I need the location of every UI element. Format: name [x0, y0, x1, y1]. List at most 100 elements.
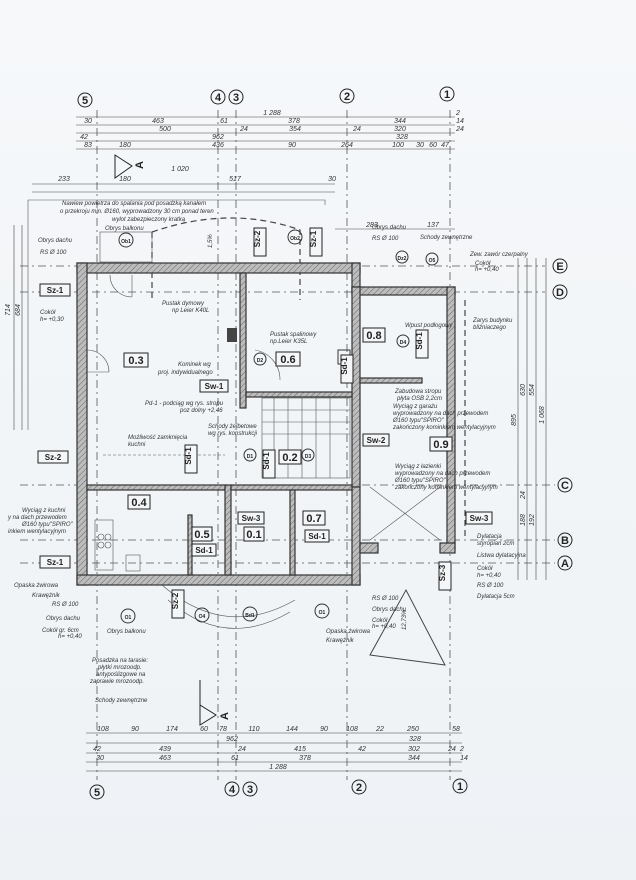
- svg-text:344: 344: [408, 755, 420, 762]
- svg-text:61: 61: [220, 118, 228, 125]
- svg-text:Sz-2: Sz-2: [253, 230, 262, 247]
- svg-text:344: 344: [394, 118, 406, 125]
- grid-lines: [20, 110, 555, 780]
- svg-text:RS Ø 100: RS Ø 100: [372, 596, 399, 602]
- svg-text:B: B: [561, 535, 569, 547]
- tag-sd1e: Sd-1: [415, 329, 429, 359]
- axis-3-top: 3: [228, 89, 244, 105]
- svg-text:D4: D4: [400, 340, 407, 346]
- room-0-5: 0.5: [191, 526, 213, 542]
- svg-text:RS Ø 100: RS Ø 100: [477, 583, 504, 589]
- svg-text:12,73%: 12,73%: [402, 609, 408, 630]
- tag-sd1a: Sd-1: [184, 444, 198, 474]
- chimney-flue: [227, 328, 237, 342]
- tag-o4: O4: [194, 607, 210, 623]
- svg-text:83: 83: [84, 142, 92, 149]
- svg-text:proj. indywidualnego: proj. indywidualnego: [157, 370, 213, 376]
- svg-text:0.9: 0.9: [433, 439, 448, 451]
- svg-text:Cokół gr. 6cm: Cokół gr. 6cm: [42, 628, 79, 634]
- svg-text:233: 233: [57, 176, 70, 183]
- svg-text:Zarys budynku: Zarys budynku: [472, 318, 513, 324]
- svg-text:500: 500: [159, 126, 171, 133]
- tag-sw3b: Sw-3: [465, 511, 493, 525]
- axis-2-bottom: 2: [351, 779, 367, 795]
- tag-sz3: Sz-3: [438, 561, 452, 591]
- svg-text:188: 188: [520, 514, 527, 526]
- stairs: [261, 397, 351, 479]
- svg-text:wyprowadzony na dach przewodem: wyprowadzony na dach przewodem: [395, 471, 490, 477]
- svg-text:Kominek wg: Kominek wg: [178, 362, 211, 368]
- svg-text:180: 180: [119, 142, 131, 149]
- svg-text:Ob1: Ob1: [121, 239, 131, 245]
- svg-text:Opaska żwirowa: Opaska żwirowa: [14, 583, 59, 589]
- svg-text:Możliwość zamknięcia: Możliwość zamknięcia: [128, 435, 188, 441]
- svg-text:A: A: [134, 161, 146, 169]
- svg-text:24: 24: [237, 746, 246, 753]
- tag-sz1b: Sz-1: [39, 555, 71, 569]
- svg-text:Sz-1: Sz-1: [309, 230, 318, 247]
- kitchen-counter: [94, 519, 114, 571]
- room-labels: 0.3 0.6 0.8 0.2 0.9 0.4 0.5 0.1 0.7: [123, 327, 453, 542]
- svg-text:174: 174: [166, 726, 178, 733]
- svg-text:Obrys dachu: Obrys dachu: [46, 616, 81, 622]
- svg-text:RS Ø 100: RS Ø 100: [372, 236, 399, 242]
- svg-text:4: 4: [229, 784, 236, 796]
- axis-1-bottom: 1: [452, 778, 468, 794]
- svg-text:h= +0,40: h= +0,40: [58, 634, 82, 640]
- svg-text:47: 47: [441, 142, 450, 149]
- svg-text:np.Leier K35L: np.Leier K35L: [270, 339, 307, 345]
- svg-text:962: 962: [212, 134, 224, 141]
- svg-text:Schody żelbetowe: Schody żelbetowe: [208, 424, 257, 430]
- room-0-3: 0.3: [123, 352, 149, 368]
- svg-text:Dylatacja: Dylatacja: [477, 534, 502, 540]
- svg-text:3: 3: [233, 92, 239, 104]
- axis-4-top: 4: [210, 89, 226, 105]
- fixtures: [86, 274, 466, 666]
- svg-text:3: 3: [247, 784, 253, 796]
- tag-sz2a: Sz-2: [37, 450, 69, 464]
- walls: [76, 262, 456, 586]
- svg-text:5: 5: [82, 95, 88, 107]
- svg-text:Obrys dachu: Obrys dachu: [38, 238, 73, 244]
- tag-d2: D2: [253, 352, 267, 366]
- room-0-6: 0.6: [275, 351, 301, 367]
- svg-text:14: 14: [456, 118, 464, 125]
- svg-text:Sz-1: Sz-1: [47, 286, 64, 295]
- svg-text:RS Ø 100: RS Ø 100: [40, 250, 67, 256]
- svg-text:463: 463: [152, 118, 164, 125]
- svg-text:Wyciąg z garażu: Wyciąg z garażu: [393, 404, 438, 410]
- axis-5-top: 5: [77, 92, 93, 108]
- svg-text:RS Ø 100: RS Ø 100: [52, 602, 79, 608]
- svg-text:wylot zabezpieczony kratką: wylot zabezpieczony kratką: [112, 217, 186, 223]
- svg-text:2: 2: [344, 91, 350, 103]
- svg-text:Sw-1: Sw-1: [205, 382, 224, 391]
- svg-text:Obrys dachu: Obrys dachu: [372, 607, 407, 613]
- svg-text:24: 24: [239, 126, 248, 133]
- svg-text:Sz-1: Sz-1: [47, 558, 64, 567]
- svg-text:78: 78: [219, 726, 227, 733]
- svg-text:C: C: [561, 480, 569, 492]
- svg-text:0.6: 0.6: [280, 354, 295, 366]
- svg-text:30: 30: [84, 118, 92, 125]
- room-0-9: 0.9: [429, 436, 453, 452]
- svg-text:0.8: 0.8: [366, 330, 381, 342]
- svg-text:Cokół: Cokół: [477, 566, 493, 572]
- svg-text:Sd-1: Sd-1: [262, 452, 271, 470]
- svg-text:Ø160 typu"SPIRO": Ø160 typu"SPIRO": [392, 418, 444, 424]
- svg-text:Sz-3: Sz-3: [438, 564, 447, 581]
- svg-text:O1: O1: [319, 610, 326, 616]
- svg-text:100: 100: [392, 142, 404, 149]
- svg-text:1 288: 1 288: [263, 110, 281, 117]
- svg-text:283: 283: [365, 222, 378, 229]
- svg-text:302: 302: [408, 746, 420, 753]
- svg-text:inkiem wentylacyjnym: inkiem wentylacyjnym: [8, 529, 66, 535]
- svg-text:60: 60: [200, 726, 208, 733]
- axis-D: D: [552, 284, 568, 300]
- svg-text:Sd-1: Sd-1: [415, 332, 424, 350]
- svg-text:24: 24: [447, 746, 456, 753]
- tag-sd1f: Sd-1: [262, 449, 276, 479]
- svg-text:Sd-1: Sd-1: [184, 447, 193, 465]
- svg-text:5: 5: [94, 787, 100, 799]
- svg-text:0.3: 0.3: [128, 355, 143, 367]
